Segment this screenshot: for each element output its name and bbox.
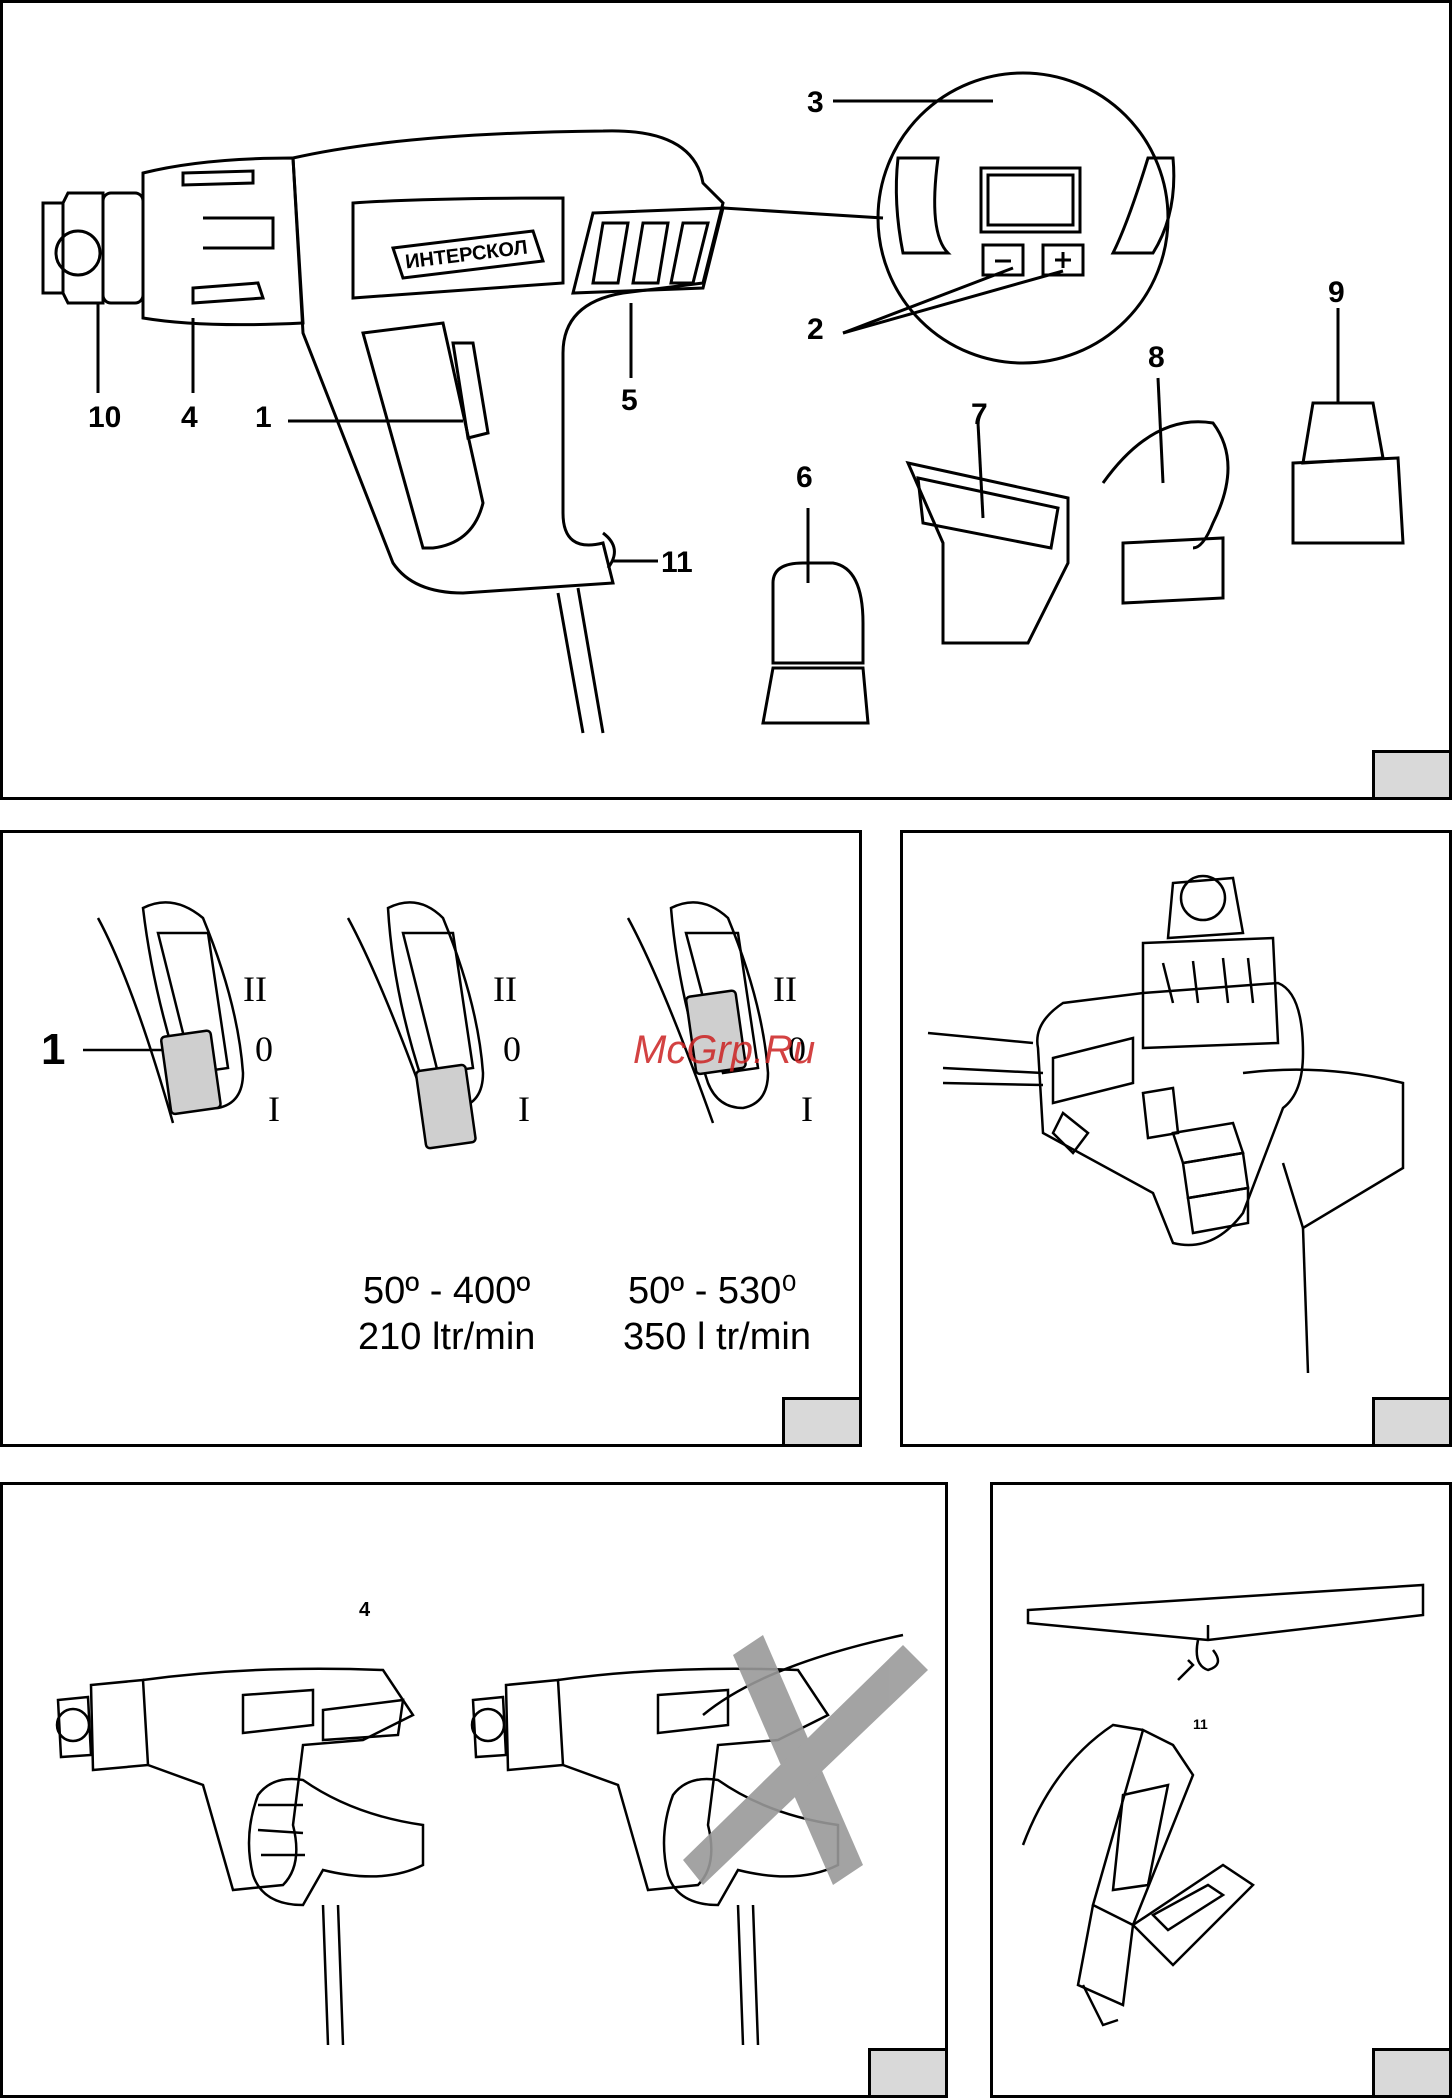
label-11-hang: 11 bbox=[1193, 1717, 1208, 1731]
pos-off-1: 0 bbox=[255, 1028, 273, 1070]
hand-illustration bbox=[3, 1485, 945, 2095]
label-6: 6 bbox=[796, 463, 813, 493]
panel-switch-positions: 1 II 0 I II 0 I II 0 I McGrp.Ru 50º - 40… bbox=[0, 830, 862, 1447]
pos-off-2: 0 bbox=[503, 1028, 521, 1070]
label-9: 9 bbox=[1328, 278, 1345, 308]
pos-low-1: I bbox=[268, 1088, 280, 1130]
label-4-grip: 4 bbox=[359, 1600, 370, 1620]
hook-icon bbox=[993, 1485, 1449, 2095]
page-tab bbox=[1372, 2048, 1452, 2098]
panel-hanging: 11 bbox=[990, 1482, 1452, 2098]
panel-grip: 4 bbox=[0, 1482, 948, 2098]
page-tab bbox=[782, 1397, 862, 1447]
spec-right-temp: 50º - 530⁰ bbox=[628, 1268, 797, 1314]
heat-gun-illustration bbox=[3, 3, 1449, 797]
label-3: 3 bbox=[807, 88, 824, 118]
label-2: 2 bbox=[807, 315, 824, 345]
pos-low-2: I bbox=[518, 1088, 530, 1130]
label-11: 11 bbox=[661, 548, 693, 578]
pos-high-3: II bbox=[773, 968, 797, 1010]
label-1: 1 bbox=[255, 403, 272, 433]
panel-overview: 10 4 1 5 11 3 2 6 7 8 9 ИНТЕРСКОЛ bbox=[0, 0, 1452, 800]
switch-label: 1 bbox=[41, 1028, 65, 1072]
panel-standing bbox=[900, 830, 1452, 1447]
spec-right-flow: 350 l tr/min bbox=[623, 1314, 811, 1360]
label-10: 10 bbox=[88, 403, 121, 433]
cross-mark-icon bbox=[683, 1635, 928, 1885]
pos-high-2: II bbox=[493, 968, 517, 1010]
heat-gun-illustration bbox=[903, 833, 1449, 1444]
spec-mid-temp: 50º - 400º bbox=[363, 1268, 530, 1314]
label-4: 4 bbox=[181, 403, 198, 433]
label-7: 7 bbox=[971, 400, 988, 430]
label-5: 5 bbox=[621, 386, 638, 416]
watermark: McGrp.Ru bbox=[633, 1028, 815, 1073]
pos-high-1: II bbox=[243, 968, 267, 1010]
spec-mid-flow: 210 ltr/min bbox=[358, 1314, 535, 1360]
page-tab bbox=[868, 2048, 948, 2098]
page-tab bbox=[1372, 750, 1452, 800]
label-8: 8 bbox=[1148, 343, 1165, 373]
pos-low-3: I bbox=[801, 1088, 813, 1130]
page-tab bbox=[1372, 1397, 1452, 1447]
